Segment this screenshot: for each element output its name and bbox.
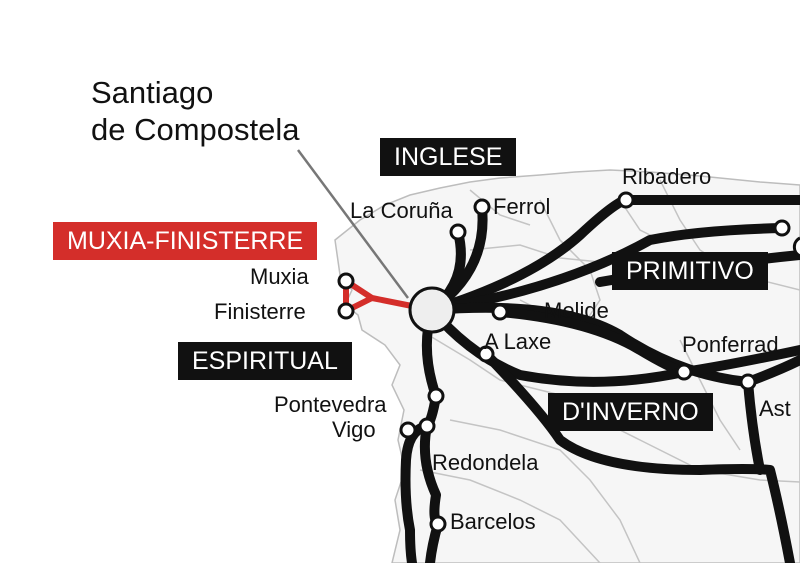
- place-ast: Ast: [759, 396, 791, 421]
- node-ponferrada: [675, 363, 693, 381]
- place-muxia: Muxia: [250, 264, 309, 289]
- node-la-coruna: [449, 223, 467, 241]
- node-primitivo-east: [773, 219, 791, 237]
- place-pontevedra: Pontevedra: [274, 392, 387, 417]
- node-vigo-2: [418, 417, 436, 435]
- route-label-primitivo: PRIMITIVO: [612, 252, 768, 290]
- node-finisterre: [337, 302, 355, 320]
- route-alaxe-south: [481, 349, 795, 563]
- node-vigo: [399, 421, 417, 439]
- node-muxia: [337, 272, 355, 290]
- title-pointer-line: [296, 149, 410, 299]
- route-ast-south: [743, 377, 765, 475]
- route-label-muxia-finisterre: MUXIA-FINISTERRE: [53, 222, 318, 260]
- node-astorga: [739, 373, 757, 391]
- place-vigo: Vigo: [332, 417, 376, 442]
- place-a-laxe: A Laxe: [484, 329, 552, 354]
- route-nodes: [337, 191, 791, 533]
- place-ferrol: Ferrol: [493, 194, 551, 219]
- node-melide: [491, 303, 509, 321]
- node-a-laxe: [477, 345, 495, 363]
- route-label-dinverno: D'INVERNO: [548, 393, 713, 431]
- route-dinverno: [427, 305, 800, 387]
- title-line-1: Santiago: [91, 75, 214, 110]
- node-edge-partial: [792, 236, 800, 258]
- node-ferrol: [473, 198, 491, 216]
- node-pontevedra: [427, 387, 445, 405]
- route-label-espiritual: ESPIRITUAL: [178, 342, 352, 380]
- title-line-2: de Compostela: [91, 112, 300, 148]
- node-santiago-hub: [408, 286, 456, 334]
- route-primitivo: [427, 223, 787, 315]
- map-title: Santiago de Compostela: [91, 74, 300, 148]
- place-melide: Melide: [544, 298, 609, 323]
- node-ribadero: [617, 191, 635, 209]
- place-redondela: Redondela: [432, 450, 539, 475]
- place-ponferrad: Ponferrad: [682, 332, 779, 357]
- place-la-coruna: La Coruña: [350, 198, 453, 223]
- place-ribadero: Ribadero: [622, 164, 712, 189]
- route-norte-ribadero: [427, 194, 800, 315]
- route-melide-ponferrada: [495, 307, 689, 377]
- place-barcelos: Barcelos: [450, 509, 536, 534]
- place-finisterre: Finisterre: [214, 299, 306, 324]
- node-barcelos: [429, 515, 447, 533]
- route-label-inglese: INGLESE: [380, 138, 517, 176]
